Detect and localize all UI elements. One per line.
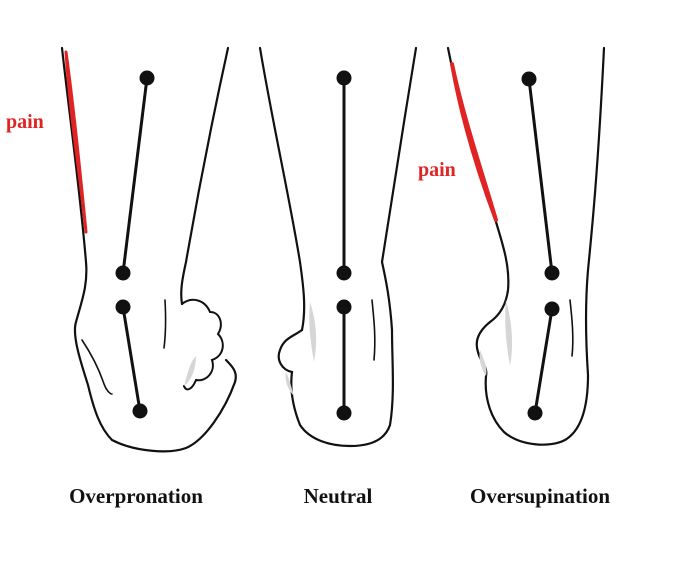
overpronation-point-ankle-lower <box>115 299 131 315</box>
oversupination-panel: pain Oversupination <box>418 46 610 508</box>
oversupination-inner-line <box>569 299 574 357</box>
oversupination-pain-stripe <box>450 62 498 222</box>
overpronation-lower-axis <box>121 306 142 412</box>
overpronation-ankle-bulge <box>181 298 224 391</box>
overpronation-leg-right-outline <box>180 46 230 306</box>
neutral-inner-line <box>371 299 376 361</box>
overpronation-point-heel <box>132 403 148 419</box>
overpronation-leg-outline <box>60 46 237 453</box>
overpronation-inner-line <box>163 299 167 349</box>
overpronation-point-ankle-upper <box>115 265 131 281</box>
oversupination-lower-axis <box>533 308 554 414</box>
neutral-point-ankle-lower <box>336 299 352 315</box>
oversupination-point-top <box>521 71 537 87</box>
neutral-shade-heel <box>285 372 294 396</box>
neutral-point-heel <box>336 405 352 421</box>
overpronation-inner-line-2 <box>81 339 113 395</box>
neutral-leg-left-outline <box>258 46 306 332</box>
overpronation-pain-stripe <box>64 50 88 234</box>
overpronation-upper-axis <box>121 77 149 274</box>
oversupination-shade-heel <box>479 350 487 376</box>
oversupination-shade <box>505 300 513 366</box>
neutral-point-top <box>336 70 352 86</box>
oversupination-point-ankle-upper <box>544 265 560 281</box>
neutral-panel: Neutral <box>258 46 418 508</box>
neutral-point-ankle-upper <box>336 265 352 281</box>
oversupination-upper-axis <box>527 78 554 274</box>
oversupination-point-ankle-lower <box>544 301 560 317</box>
neutral-leg-right-outline <box>380 46 418 264</box>
overpronation-pain-label: pain <box>6 111 44 133</box>
overpronation-label: Overpronation <box>69 484 203 508</box>
oversupination-pain-label: pain <box>418 159 456 181</box>
overpronation-point-top <box>139 70 155 86</box>
oversupination-label: Oversupination <box>470 484 610 508</box>
overpronation-panel: pain Overpronation <box>6 46 237 508</box>
neutral-shade-left <box>309 302 317 362</box>
neutral-heel-outline <box>277 260 394 448</box>
oversupination-point-heel <box>527 405 543 421</box>
neutral-label: Neutral <box>304 484 373 508</box>
overpronation-bulge-shade <box>184 356 196 386</box>
